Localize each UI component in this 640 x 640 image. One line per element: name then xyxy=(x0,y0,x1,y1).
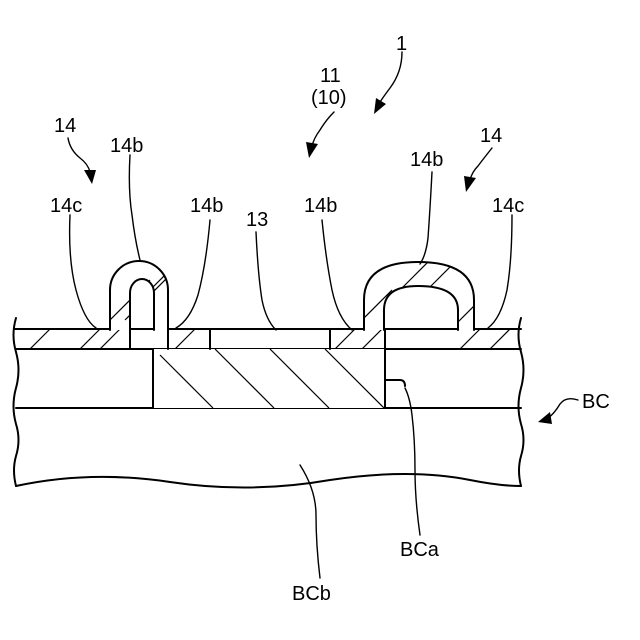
left-arch-conductor xyxy=(110,260,180,330)
arrow-head-main xyxy=(306,142,318,158)
mid-layer-hatching xyxy=(335,329,382,349)
label-13: 13 xyxy=(246,209,268,231)
right-arch-conductor xyxy=(362,257,480,330)
thin-surface-layer xyxy=(14,329,521,349)
labels: 11 (10) 1 14 14 14c 14c 14b 14b 14b 14b … xyxy=(50,33,610,605)
arrow-head-left-14 xyxy=(84,170,96,184)
label-right-14c: 14c xyxy=(492,195,524,217)
arrow-head-bc xyxy=(538,412,552,424)
right-layer-hatching xyxy=(460,329,510,349)
label-1: 1 xyxy=(396,33,407,55)
label-11: 11 xyxy=(320,65,341,87)
label-right-loop-14b: 14b xyxy=(410,149,443,171)
label-left-14c: 14c xyxy=(50,195,82,217)
label-bc: BC xyxy=(582,391,610,413)
label-left-inner-14b: 14b xyxy=(190,195,223,217)
label-right-14: 14 xyxy=(480,125,502,147)
embedded-conductor-bca xyxy=(153,349,405,408)
label-left-loop-14b: 14b xyxy=(110,135,143,157)
label-left-14: 14 xyxy=(54,115,76,137)
label-bcb: BCb xyxy=(292,583,331,605)
arrow-head-right-14 xyxy=(464,176,476,192)
arrow-head-device xyxy=(374,98,386,114)
label-10-paren: (10) xyxy=(311,87,347,109)
label-right-inner-14b: 14b xyxy=(304,195,337,217)
label-bca: BCa xyxy=(400,539,440,561)
left-layer-hatching xyxy=(30,329,195,349)
